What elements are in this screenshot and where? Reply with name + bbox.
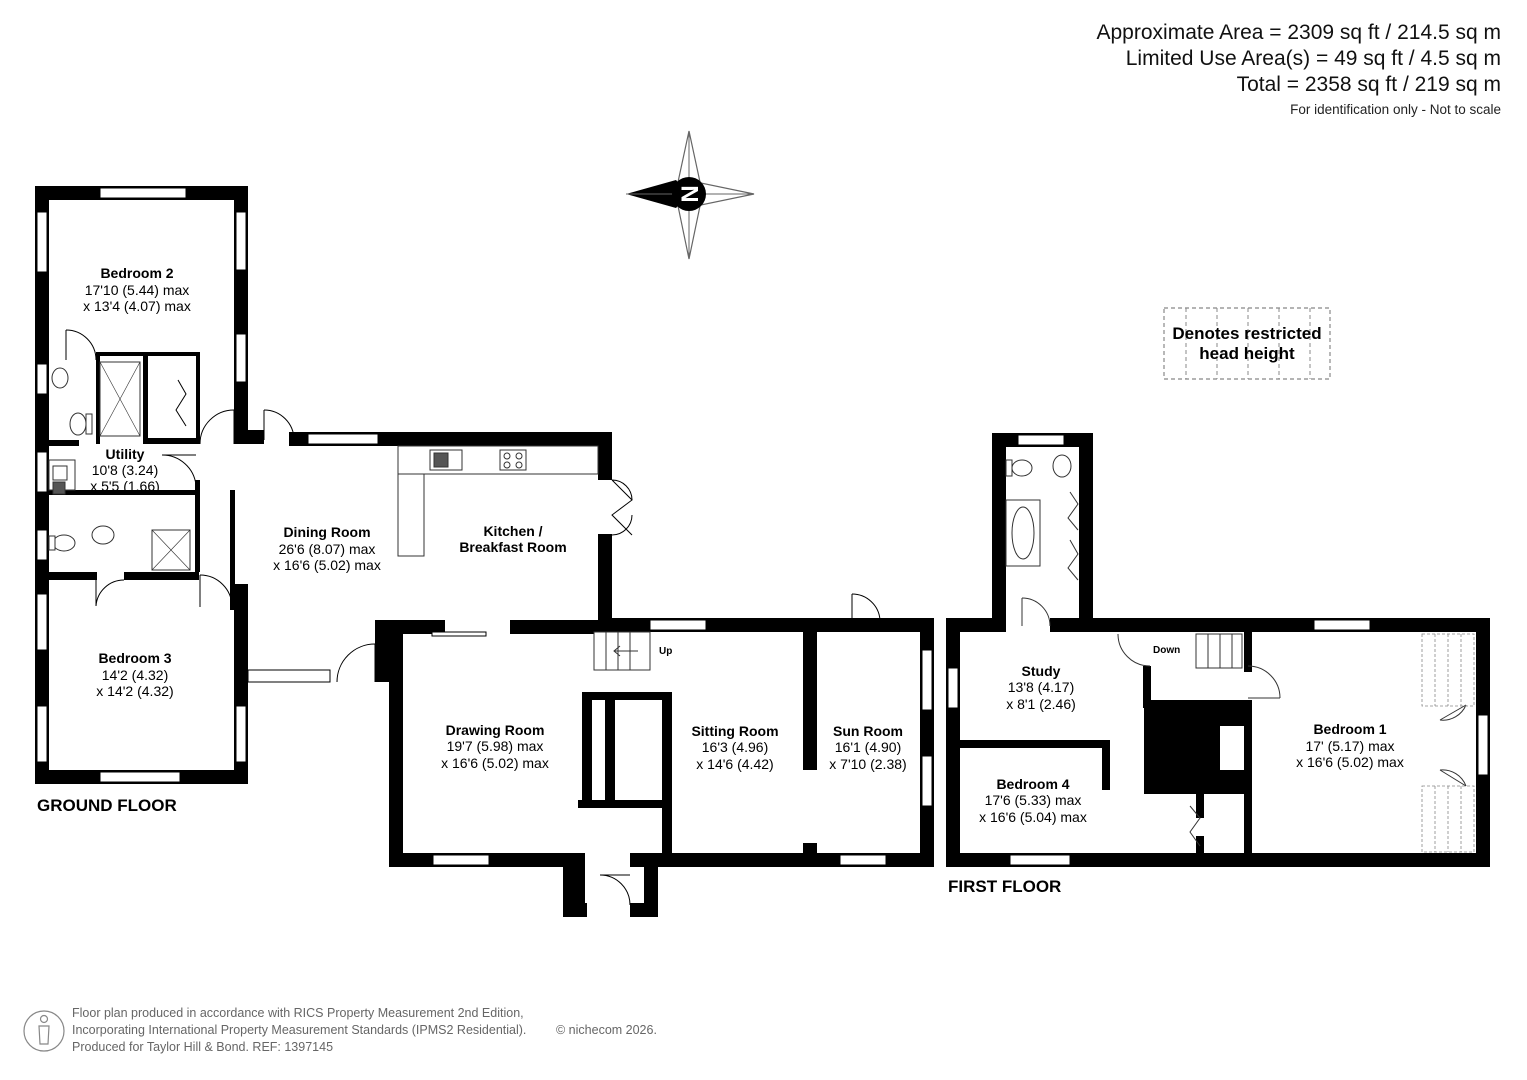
sun-room-dim-2: x 7'10 (2.38) <box>829 756 906 772</box>
first-floor-windows <box>947 434 1489 866</box>
bedroom-2-name: Bedroom 2 <box>100 265 173 281</box>
person-icon <box>23 1010 65 1052</box>
compass-letter: N <box>677 185 704 202</box>
stairs-down-label: Down <box>1153 645 1180 656</box>
legend-line-2: head height <box>1199 344 1295 363</box>
restricted-height-legend: Denotes restricted head height <box>1163 307 1331 380</box>
kitchen-name-1: Kitchen / <box>483 523 542 539</box>
study-name: Study <box>1022 663 1061 679</box>
bedroom-4-dim-1: 17'6 (5.33) max <box>985 792 1082 808</box>
dining-room-name: Dining Room <box>283 524 370 540</box>
bedroom-1-name: Bedroom 1 <box>1313 721 1386 737</box>
footer-line-2: Incorporating International Property Mea… <box>72 1023 527 1037</box>
total-area: Total = 2358 sq ft / 219 sq m <box>1236 73 1501 96</box>
restricted-height-zones <box>1421 633 1475 853</box>
utility-dim-2: x 5'5 (1.66) <box>90 478 160 494</box>
study-dim-2: x 8'1 (2.46) <box>1006 696 1076 712</box>
dining-room-dim-1: 26'6 (8.07) max <box>279 541 376 557</box>
limited-use-area: Limited Use Area(s) = 49 sq ft / 4.5 sq … <box>1125 47 1501 70</box>
sun-room-name: Sun Room <box>833 723 903 739</box>
ground-floor-windows <box>36 187 933 866</box>
first-floor-fixtures <box>1005 454 1467 847</box>
stairs-up-label: Up <box>659 646 672 657</box>
bedroom-2-dim-2: x 13'4 (4.07) max <box>83 298 191 314</box>
drawing-room-dim-1: 19'7 (5.98) max <box>447 738 544 754</box>
bedroom-3-dim-1: 14'2 (4.32) <box>102 667 169 683</box>
ground-floor-label: GROUND FLOOR <box>37 796 177 815</box>
legend-line-1: Denotes restricted <box>1172 324 1321 343</box>
bedroom-2-dim-1: 17'10 (5.44) max <box>85 282 190 298</box>
bedroom-3-dim-2: x 14'2 (4.32) <box>96 683 173 699</box>
drawing-room-dim-2: x 16'6 (5.02) max <box>441 755 549 771</box>
area-summary: Approximate Area = 2309 sq ft / 214.5 sq… <box>1097 20 1502 117</box>
dining-room-dim-2: x 16'6 (5.02) max <box>273 557 381 573</box>
compass-rose-icon: N <box>626 130 755 260</box>
sitting-room-dim-2: x 14'6 (4.42) <box>696 756 773 772</box>
bedroom-4-name: Bedroom 4 <box>996 776 1069 792</box>
study-dim-1: 13'8 (4.17) <box>1008 679 1075 695</box>
bedroom-1-dim-1: 17' (5.17) max <box>1305 738 1394 754</box>
bedroom-1-dim-2: x 16'6 (5.02) max <box>1296 754 1404 770</box>
kitchen-name-2: Breakfast Room <box>459 539 566 555</box>
approximate-area: Approximate Area = 2309 sq ft / 214.5 sq… <box>1096 21 1502 44</box>
sun-room-dim-1: 16'1 (4.90) <box>835 739 902 755</box>
ground-floor-fixtures <box>48 361 651 671</box>
bedroom-3-name: Bedroom 3 <box>98 650 171 666</box>
footer-copyright: © nichecom 2026. <box>556 1023 657 1037</box>
first-floor-label: FIRST FLOOR <box>948 877 1061 896</box>
identification-note: For identification only - Not to scale <box>1290 102 1501 117</box>
bedroom-4-dim-2: x 16'6 (5.04) max <box>979 809 1087 825</box>
room-labels: Bedroom 2 17'10 (5.44) max x 13'4 (4.07)… <box>83 265 1404 825</box>
ground-floor-doors <box>65 329 881 906</box>
utility-name: Utility <box>106 446 145 462</box>
footer-line-3: Produced for Taylor Hill & Bond. REF: 13… <box>72 1040 334 1054</box>
drawing-room-name: Drawing Room <box>446 722 545 738</box>
sitting-room-dim-1: 16'3 (4.96) <box>702 739 769 755</box>
utility-dim-1: 10'8 (3.24) <box>92 462 159 478</box>
footer-credits: Floor plan produced in accordance with R… <box>72 1005 657 1056</box>
sitting-room-name: Sitting Room <box>691 723 778 739</box>
footer-line-1: Floor plan produced in accordance with R… <box>72 1006 524 1020</box>
